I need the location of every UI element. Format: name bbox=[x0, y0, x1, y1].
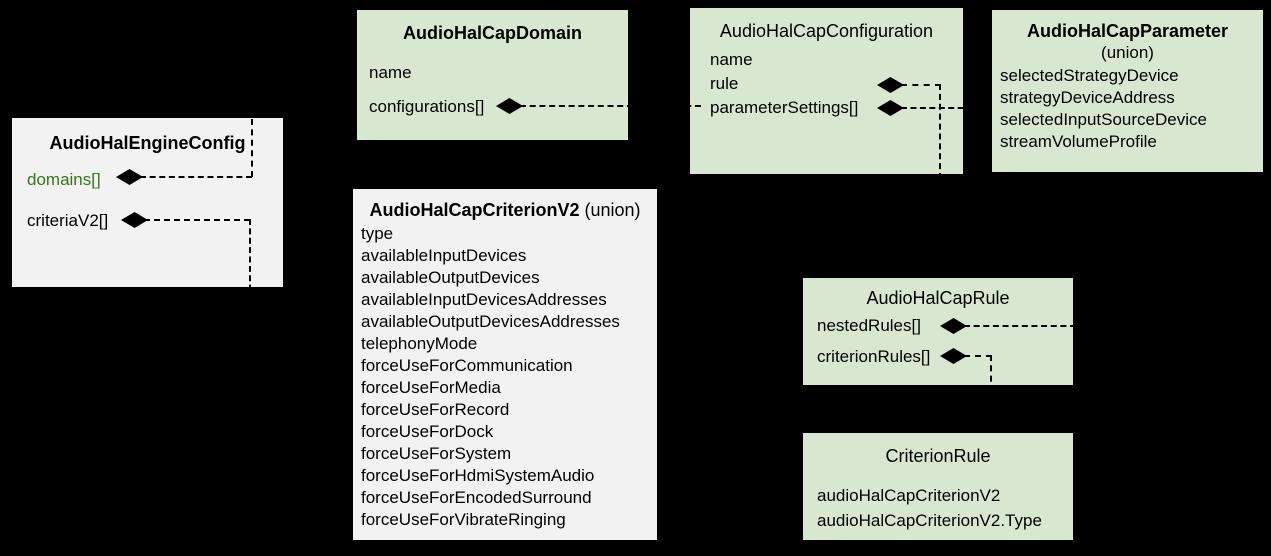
field-parametersettings: parameterSettings[] bbox=[710, 98, 859, 117]
class-box-audiohalcapdomain: AudioHalCapDomain name configurations[] bbox=[357, 10, 628, 140]
field-name: name bbox=[369, 63, 412, 82]
field-forceuseforvibrateringing: forceUseForVibrateRinging bbox=[361, 510, 566, 529]
class-box-audiohalengineconfig: AudioHalEngineConfig domains[] criteriaV… bbox=[12, 118, 283, 287]
field-forceusefordock: forceUseForDock bbox=[361, 422, 494, 441]
connector-nestedrules-horizontal bbox=[964, 325, 1076, 327]
composition-diamond-nestedrules-icon bbox=[940, 318, 967, 334]
class-title: AudioHalCapRule bbox=[866, 288, 1010, 308]
field-audiohalcapcriterionv2: audioHalCapCriterionV2 bbox=[817, 486, 1001, 505]
class-title: AudioHalCapDomain bbox=[402, 23, 582, 43]
composition-diamond-configurations-icon bbox=[496, 98, 523, 114]
connector-criterionrules-horizontal bbox=[964, 355, 992, 357]
class-title: AudioHalCapConfiguration bbox=[719, 21, 934, 41]
field-nestedrules: nestedRules[] bbox=[817, 316, 921, 335]
connector-criteriav2-horizontal bbox=[144, 219, 250, 221]
field-list: selectedStrategyDevice strategyDeviceAdd… bbox=[992, 63, 1263, 153]
field-availableoutputdevices: availableOutputDevices bbox=[361, 268, 540, 287]
connector-configurations-horizontal bbox=[520, 105, 701, 107]
field-domains: domains[] bbox=[27, 170, 101, 189]
class-box-audiohalcapconfiguration: AudioHalCapConfiguration name rule param… bbox=[690, 8, 963, 174]
connector-rule-horizontal bbox=[901, 84, 941, 86]
field-forceuseforsystem: forceUseForSystem bbox=[361, 444, 512, 463]
field-selectedinputsourcedevice: selectedInputSourceDevice bbox=[1000, 110, 1207, 129]
field-forceuseformedia: forceUseForMedia bbox=[361, 378, 501, 397]
field-rule: rule bbox=[710, 74, 739, 93]
composition-diamond-criterionrules-icon bbox=[940, 348, 967, 364]
field-list: type availableInputDevices availableOutp… bbox=[353, 221, 657, 531]
field-forceuseforencodedsurround: forceUseForEncodedSurround bbox=[361, 488, 592, 507]
field-audiohalcapcriterionv2-type: audioHalCapCriterionV2.Type bbox=[817, 511, 1042, 530]
field-forceuseforhdmisystemaudio: forceUseForHdmiSystemAudio bbox=[361, 466, 595, 485]
connector-rule-vertical bbox=[939, 84, 941, 278]
composition-diamond-parametersettings-icon bbox=[877, 100, 904, 116]
field-criteriav2: criteriaV2[] bbox=[27, 211, 109, 230]
connector-parametersettings-horizontal bbox=[901, 107, 992, 109]
class-title: AudioHalEngineConfig bbox=[49, 133, 246, 153]
composition-diamond-domains-icon bbox=[116, 169, 143, 185]
class-title: AudioHalCapCriterionV2 (union) bbox=[353, 189, 657, 221]
field-availableinputdevices: availableInputDevices bbox=[361, 246, 527, 265]
field-list: nestedRules[] criterionRules[] bbox=[803, 309, 1073, 367]
composition-diamond-rule-icon bbox=[877, 77, 904, 93]
field-name: name bbox=[710, 50, 753, 69]
union-label: (union) bbox=[579, 200, 641, 220]
field-list: audioHalCapCriterionV2 audioHalCapCriter… bbox=[803, 467, 1073, 533]
field-type: type bbox=[361, 224, 394, 243]
connector-domains-vertical bbox=[251, 119, 253, 177]
class-box-audiohalcaprule: AudioHalCapRule nestedRules[] criterionR… bbox=[803, 278, 1073, 385]
field-list: domains[] criteriaV2[] bbox=[12, 154, 283, 231]
class-title: AudioHalCapParameter bbox=[1026, 21, 1229, 41]
field-criterionrules: criterionRules[] bbox=[817, 347, 931, 366]
connector-criteriav2-vertical bbox=[249, 219, 251, 300]
field-selectedstrategydevice: selectedStrategyDevice bbox=[1000, 66, 1179, 85]
composition-diamond-criteriav2-icon bbox=[121, 212, 148, 228]
class-box-audiohalcapparameter: AudioHalCapParameter (union) selectedStr… bbox=[992, 10, 1263, 172]
connector-criterionrules-vertical bbox=[990, 355, 992, 433]
field-telephonymode: telephonyMode bbox=[361, 334, 478, 353]
union-label: (union) bbox=[1101, 43, 1154, 62]
field-streamvolumeprofile: streamVolumeProfile bbox=[1000, 132, 1157, 151]
class-box-criterionrule: CriterionRule audioHalCapCriterionV2 aud… bbox=[803, 433, 1073, 540]
field-availableoutputdevicesaddresses: availableOutputDevicesAddresses bbox=[361, 312, 620, 331]
connector-domains-horizontal bbox=[140, 176, 252, 178]
field-strategydeviceaddress: strategyDeviceAddress bbox=[1000, 88, 1175, 107]
field-configurations: configurations[] bbox=[369, 97, 485, 116]
class-title: CriterionRule bbox=[885, 446, 991, 466]
class-box-audiohalcapcriterionv2: AudioHalCapCriterionV2 (union) type avai… bbox=[353, 189, 657, 540]
class-title-name: AudioHalCapCriterionV2 bbox=[369, 200, 580, 220]
field-availableinputdevicesaddresses: availableInputDevicesAddresses bbox=[361, 290, 607, 309]
field-forceuseforrecord: forceUseForRecord bbox=[361, 400, 510, 419]
field-list: name rule parameterSettings[] bbox=[690, 42, 963, 120]
field-list: name configurations[] bbox=[357, 44, 628, 117]
field-forceuseforcommunication: forceUseForCommunication bbox=[361, 356, 573, 375]
